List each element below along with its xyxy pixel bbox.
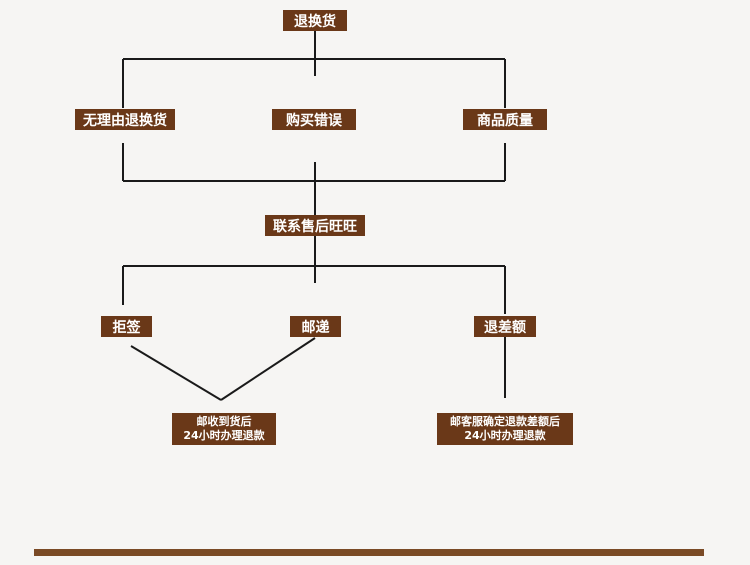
node-wrong-purchase: 购买错误 <box>272 109 356 130</box>
connector-reject-to-result <box>130 345 222 401</box>
node-result-refund-after-confirm: 邮客服确定退款差额后 24小时办理退款 <box>437 413 573 445</box>
bottom-divider-bar <box>34 549 704 556</box>
node-return-exchange: 退换货 <box>283 10 347 31</box>
connector-mail-to-result <box>220 337 316 401</box>
result-left-line2: 24小时办理退款 <box>183 429 265 442</box>
node-product-quality: 商品质量 <box>463 109 547 130</box>
node-result-refund-after-receipt: 邮收到货后 24小时办理退款 <box>172 413 276 445</box>
result-right-line1: 邮客服确定退款差额后 <box>450 415 560 428</box>
node-reject-delivery: 拒签 <box>101 316 152 337</box>
node-mail-return: 邮递 <box>290 316 341 337</box>
node-no-reason-return: 无理由退换货 <box>75 109 175 130</box>
node-contact-after-sales: 联系售后旺旺 <box>265 215 365 236</box>
node-refund-difference: 退差额 <box>474 316 536 337</box>
result-left-line1: 邮收到货后 <box>196 415 252 428</box>
result-right-line2: 24小时办理退款 <box>464 429 546 442</box>
